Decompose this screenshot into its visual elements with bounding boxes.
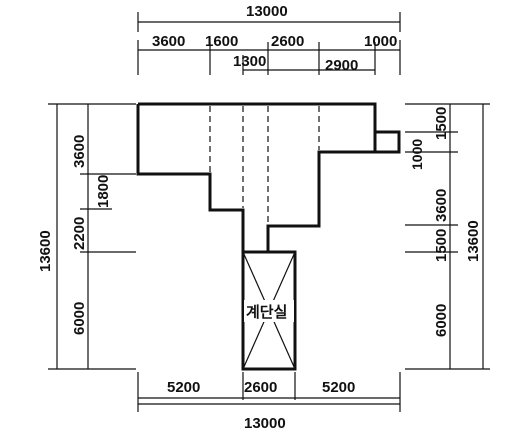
bottom-seg-1: 5200	[167, 379, 200, 396]
top-sub-1: 1300	[233, 53, 266, 70]
top-sub-2: 2900	[325, 57, 358, 74]
top-seg-1: 3600	[152, 33, 185, 50]
top-total-label: 13000	[246, 3, 288, 20]
interior-dashed-lines	[209, 106, 320, 224]
bottom-dimensions: 5200 2600 5200 13000	[137, 372, 401, 432]
top-seg-2: 1600	[205, 33, 238, 50]
right-seg-1: 1500	[433, 107, 450, 140]
top-seg-4: 1000	[364, 33, 397, 50]
building-outline	[136, 102, 401, 371]
stair-room: 계단실	[241, 250, 297, 371]
left-dimensions: 13600 3600 1800 2200 6000	[37, 103, 136, 370]
left-seg-4: 6000	[71, 302, 88, 335]
right-dimensions: 1500 1000 3600 1500 6000 13600	[405, 103, 490, 370]
left-seg-3: 2200	[71, 217, 88, 250]
left-seg-2: 1800	[95, 175, 112, 208]
top-dimensions: 13000 3600 1600 2600 1000 1300 2900	[137, 3, 401, 75]
right-seg-2: 1000	[409, 139, 425, 170]
right-seg-3: 3600	[433, 189, 450, 222]
right-total-label: 13600	[465, 220, 482, 262]
stair-room-label: 계단실	[246, 303, 287, 321]
top-seg-3: 2600	[271, 33, 304, 50]
right-seg-5: 6000	[433, 304, 450, 337]
bottom-total-label: 13000	[244, 415, 286, 432]
bottom-seg-2: 2600	[244, 379, 277, 396]
bottom-seg-3: 5200	[322, 379, 355, 396]
left-seg-1: 3600	[71, 135, 88, 168]
right-seg-4: 1500	[433, 229, 450, 262]
left-total-label: 13600	[37, 230, 54, 272]
